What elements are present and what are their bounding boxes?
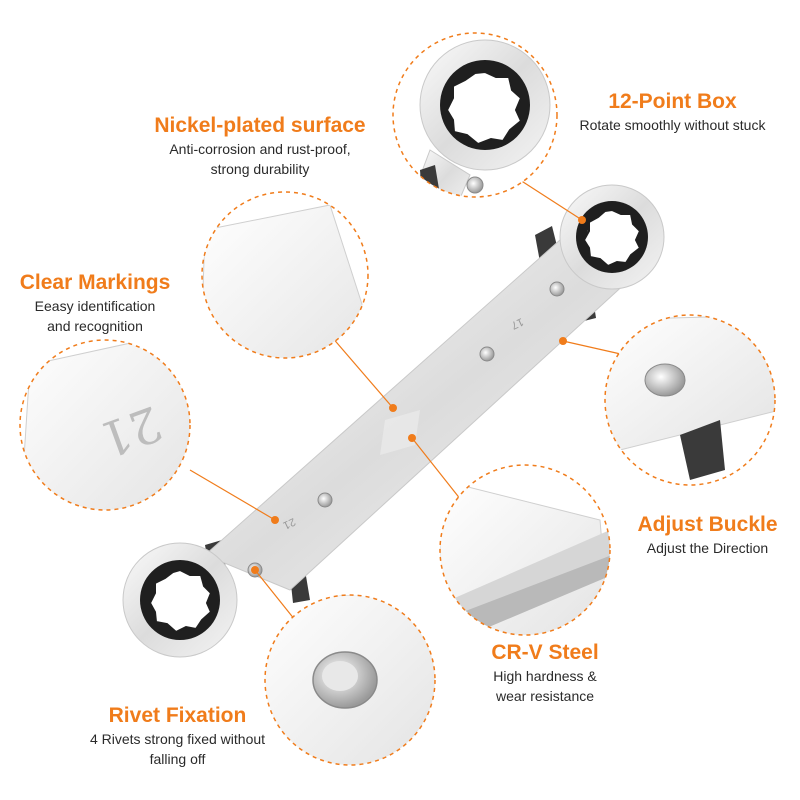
feature-title: CR-V Steel [491, 641, 599, 664]
feature-adjust-buckle: Adjust Buckle Adjust the Direction [615, 512, 800, 558]
feature-desc: wear resistance [495, 688, 595, 704]
feature-title: Rivet Fixation [108, 704, 247, 727]
feature-nickel-plated-surface: Nickel-plated surface Anti-corrosion and… [130, 113, 390, 179]
feature-title: 12-Point Box [608, 90, 737, 113]
feature-desc: Anti-corrosion and rust-proof, [169, 141, 351, 157]
detail-circle-nickel-surface [201, 191, 369, 359]
feature-desc: falling off [149, 751, 206, 767]
feature-title: Nickel-plated surface [154, 114, 366, 137]
feature-clear-markings: Clear Markings Eeasy identification and … [0, 270, 190, 336]
size-marking-top: 17 [509, 315, 525, 331]
feature-desc: strong durability [210, 161, 310, 177]
feature-desc: Adjust the Direction [646, 540, 769, 556]
feature-desc: Eeasy identification [34, 298, 156, 314]
feature-desc: Rotate smoothly without stuck [579, 117, 766, 133]
detail-circle-clear-markings: 21 [19, 339, 191, 511]
feature-desc: High hardness & [493, 668, 597, 684]
feature-12-point-box: 12-Point Box Rotate smoothly without stu… [555, 89, 790, 135]
ratchet-wrench: 17 21 [122, 184, 665, 658]
feature-title: Adjust Buckle [637, 513, 778, 536]
feature-title: Clear Markings [19, 271, 171, 294]
feature-crv-steel: CR-V Steel High hardness & wear resistan… [460, 640, 630, 706]
detail-circle-crv-steel [439, 464, 611, 636]
detail-circle-rivet-fixation [264, 594, 436, 766]
size-marking-bottom: 21 [281, 515, 297, 531]
detail-circle-adjust-buckle [604, 314, 776, 486]
feature-desc: and recognition [47, 318, 143, 334]
feature-rivet-fixation: Rivet Fixation 4 Rivets strong fixed wit… [60, 703, 295, 769]
feature-desc: 4 Rivets strong fixed without [89, 731, 266, 747]
detail-circle-12-point-box [392, 32, 558, 198]
